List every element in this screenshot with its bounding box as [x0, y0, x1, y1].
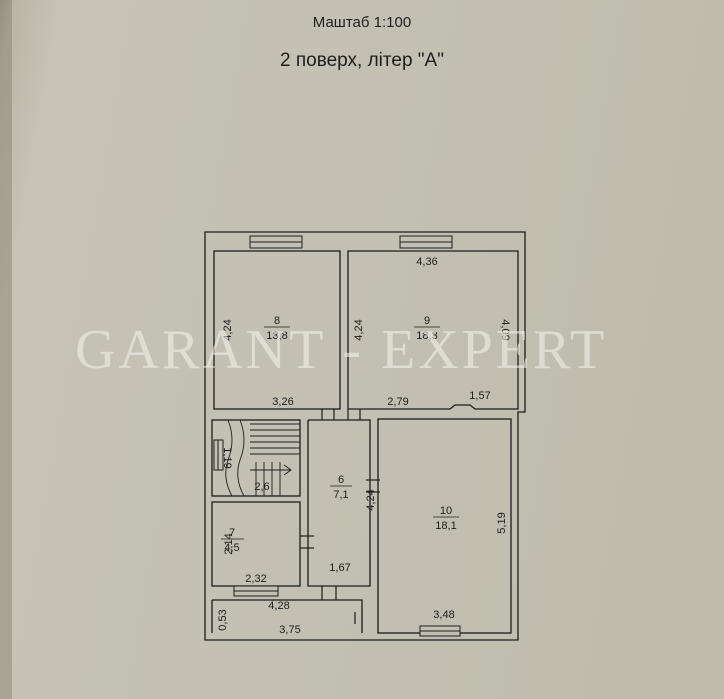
dim-3-26: 3,26 — [272, 396, 293, 408]
dim-4-09: 4,09 — [499, 319, 511, 340]
dim-4-28: 4,28 — [268, 600, 289, 612]
room-9-number: 9 — [424, 315, 430, 327]
room-10-number: 10 — [440, 505, 452, 517]
dim-2-79: 2,79 — [387, 396, 408, 408]
stair-curve — [225, 419, 233, 497]
paper-edge-shadow — [0, 0, 12, 699]
dim-2-14: 2,14 — [223, 533, 235, 554]
staircase — [225, 419, 300, 497]
scale-label: Маштаб 1:100 — [312, 14, 412, 31]
dim-2-6: 2,6 — [254, 481, 269, 493]
room-6-number: 6 — [338, 474, 344, 486]
dim-4-24-corridor: 4,24 — [365, 489, 377, 510]
room-9-outline — [347, 250, 519, 410]
room-9-area: 18,3 — [416, 330, 437, 342]
dim-4-24-room9: 4,24 — [353, 319, 365, 340]
outer-wall — [204, 231, 526, 641]
doors — [300, 409, 380, 624]
dim-4-36: 4,36 — [416, 256, 437, 268]
dim-5-19: 5,19 — [496, 512, 508, 533]
room-8-number: 8 — [274, 315, 280, 327]
room-8-outline — [213, 250, 341, 410]
room-6-area: 7,1 — [333, 489, 348, 501]
windows — [213, 235, 461, 637]
watermark-logo: GARANT - EXPERT — [75, 319, 608, 381]
floor-title: 2 поверх, літер "А" — [280, 50, 444, 71]
dim-4-24-room8: 4,24 — [222, 319, 234, 340]
room-6-outline — [307, 419, 371, 587]
room-8-area: 13,8 — [266, 330, 287, 342]
dim-1-57: 1,57 — [469, 390, 490, 402]
dim-0-53: 0,53 — [217, 609, 229, 630]
dim-1-19: 1,19 — [221, 447, 233, 468]
room-7-number: 7 — [229, 527, 235, 539]
vestibule-wall — [212, 599, 363, 633]
room-10-area: 18,1 — [435, 520, 456, 532]
walls — [204, 231, 526, 641]
room-7-area: 4,5 — [224, 542, 239, 554]
dim-2-32: 2,32 — [245, 573, 266, 585]
dim-3-75: 3,75 — [279, 624, 300, 636]
dim-1-67: 1,67 — [329, 562, 350, 574]
dim-3-48: 3,48 — [433, 609, 454, 621]
room-label-underlines — [221, 326, 459, 540]
